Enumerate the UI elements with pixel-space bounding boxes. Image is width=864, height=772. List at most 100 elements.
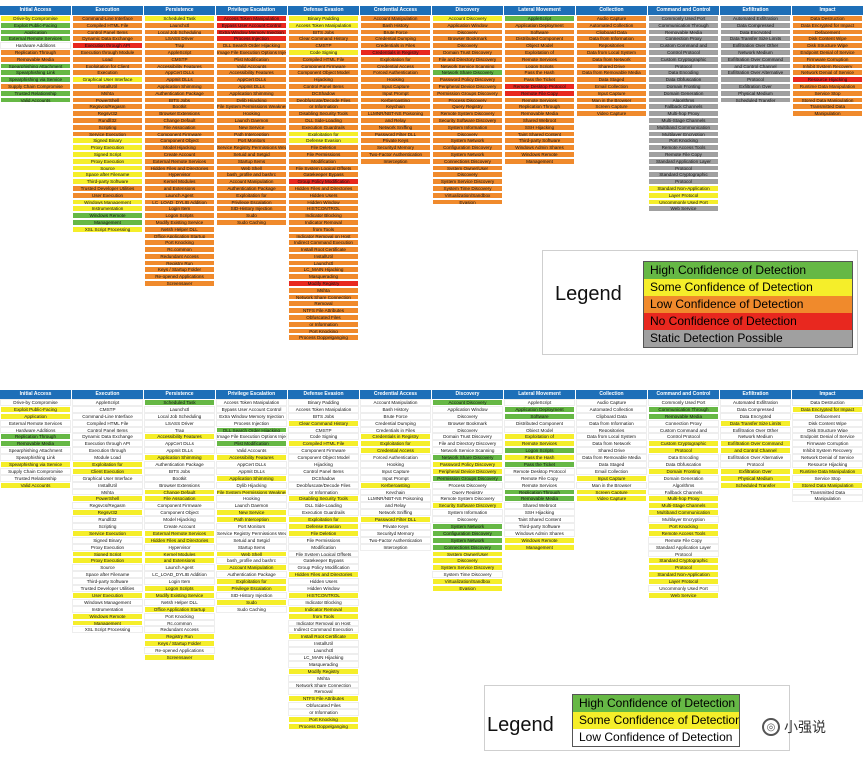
technique-cell: and Relay <box>360 502 431 510</box>
technique-cell: Network Medium <box>720 433 791 441</box>
technique-cell: Exploitation for <box>360 440 431 448</box>
technique-cell: Data Encoding <box>648 454 719 462</box>
technique-cell: Distributed Component <box>504 35 575 43</box>
technique-cell: Remote Services <box>504 55 575 63</box>
technique-cell: Third-party Software <box>504 137 575 145</box>
technique-cell: Exploitation for <box>216 578 287 586</box>
technique-cell: Firmware Corruption <box>792 440 863 448</box>
technique-cell: Model Hijacking <box>144 144 215 151</box>
technique-cell: Sudo <box>216 212 287 219</box>
technique-cell: Shared Drive <box>576 62 647 70</box>
technique-cell: Evasion <box>432 585 503 592</box>
technique-cell: Command-Line Interface <box>72 412 143 420</box>
technique-cell: Port Knocking <box>144 612 215 620</box>
technique-cell: Change Default <box>144 488 215 496</box>
technique-cell: Removable Media <box>0 440 71 448</box>
technique-cell: Access Token Manipulation <box>216 15 287 22</box>
technique-cell: Multi-Stage Channels <box>648 502 719 510</box>
technique-cell: Rundll32 <box>72 116 143 124</box>
technique-cell: Install Root Certificate <box>288 246 359 253</box>
technique-cell: Create Account <box>144 150 215 158</box>
technique-cell: Component Firmware <box>144 502 215 510</box>
technique-cell: Exploitation for <box>288 516 359 524</box>
technique-cell: Bootkit <box>144 474 215 482</box>
technique-cell: Data Obfuscation <box>648 76 719 83</box>
technique-cell: and Control Channel <box>720 62 791 70</box>
technique-cell: Data Obfuscation <box>648 461 719 468</box>
technique-cell: Peripheral Device Discovery <box>432 82 503 90</box>
technique-cell: Trap <box>144 42 215 49</box>
technique-cell: Remote File Copy <box>504 89 575 97</box>
technique-cell: Manipulation <box>792 110 863 117</box>
technique-cell: Bash History <box>360 21 431 29</box>
technique-cell: Remote System Discovery <box>432 495 503 503</box>
technique-cell: NTFS File Attributes <box>288 307 359 315</box>
technique-cell: Man in the Browser <box>576 481 647 489</box>
technique-cell: Port Knocking <box>288 327 359 335</box>
technique-cell: Regsvr32 <box>72 110 143 117</box>
technique-cell: Keys / Startup Folder <box>144 640 215 648</box>
technique-cell: Network Share Discovery <box>432 69 503 77</box>
technique-cell: Protocol <box>648 178 719 185</box>
technique-cell: Launch Daemon <box>216 116 287 124</box>
technique-cell: Group Policy Modification <box>288 178 359 185</box>
tactic-header: Impact <box>792 6 863 15</box>
technique-cell: Control Protocol <box>648 48 719 56</box>
technique-cell: Forced Authentication <box>360 69 431 77</box>
technique-cell: Create Account <box>144 523 215 530</box>
technique-cell: Setuid and Setgid <box>216 536 287 544</box>
technique-cell: Logon Scripts <box>144 585 215 592</box>
technique-cell: Hardware Additions <box>0 42 71 49</box>
technique-cell: Permission Groups Discovery <box>432 89 503 97</box>
technique-cell: Local Job Scheduling <box>144 412 215 420</box>
technique-cell: Input Prompt <box>360 474 431 482</box>
technique-cell: Extra Window Memory Injection <box>216 28 287 36</box>
technique-cell: Launch Daemon <box>216 502 287 510</box>
technique-cell: Accessibility Features <box>144 62 215 70</box>
technique-cell: File Deletion <box>288 144 359 151</box>
legend-items: High Confidence of Detection Some Confid… <box>572 694 740 747</box>
technique-cell: Compiled HTML File <box>72 419 143 427</box>
technique-cell: Component Object Model <box>288 69 359 77</box>
technique-cell: Disk Structure Wipe <box>792 42 863 49</box>
technique-cell: Stored Data Manipulation <box>792 481 863 489</box>
technique-cell: Network Sniffing <box>360 509 431 517</box>
technique-cell: Execution through API <box>72 42 143 49</box>
technique-cell: PowerShell <box>72 495 143 503</box>
technique-cell: Exfiltration Over Command <box>720 440 791 448</box>
technique-cell: Application Window <box>432 21 503 29</box>
technique-cell: Web Service <box>648 205 719 213</box>
technique-cell: Disk Content Wipe <box>792 419 863 427</box>
technique-cell: Model Hijacking <box>144 516 215 524</box>
technique-cell: AppCert DLLs <box>216 461 287 468</box>
technique-cell: Application Deployment <box>504 21 575 29</box>
technique-cell: Local Job Scheduling <box>144 28 215 36</box>
technique-cell: Control Panel Items <box>288 467 359 475</box>
technique-cell: Query Registry <box>432 488 503 496</box>
technique-cell: Indicator Blocking <box>288 598 359 606</box>
technique-cell: Drive-by Compromise <box>0 399 71 406</box>
technique-cell: or Information <box>288 709 359 716</box>
technique-cell: Securityd Memory <box>360 529 431 537</box>
technique-cell: Modification <box>288 543 359 551</box>
technique-cell: Shared Drive <box>576 447 647 455</box>
technique-cell: and Control Channel <box>720 447 791 455</box>
technique-cell: Repositories <box>576 42 647 49</box>
technique-cell: Data Transfer Size Limits <box>720 419 791 427</box>
technique-cell: Proxy Execution <box>72 157 143 165</box>
technique-cell: AppInit DLLs <box>144 76 215 83</box>
legend-item-some: Some Confidence of Detection <box>573 712 739 729</box>
technique-cell: Credential Dumping <box>360 35 431 43</box>
technique-cell: Windows Remote <box>72 212 143 219</box>
technique-cell: Protocol <box>648 62 719 70</box>
technique-cell: Regsvcs/Regasm <box>72 502 143 510</box>
technique-cell: Sudo Caching <box>216 218 287 226</box>
technique-cell: Email Collection <box>576 467 647 475</box>
technique-cell: Indicator Removal on Host <box>288 232 359 240</box>
technique-cell: Replication Through <box>504 488 575 496</box>
technique-cell: Pass the Hash <box>504 454 575 462</box>
